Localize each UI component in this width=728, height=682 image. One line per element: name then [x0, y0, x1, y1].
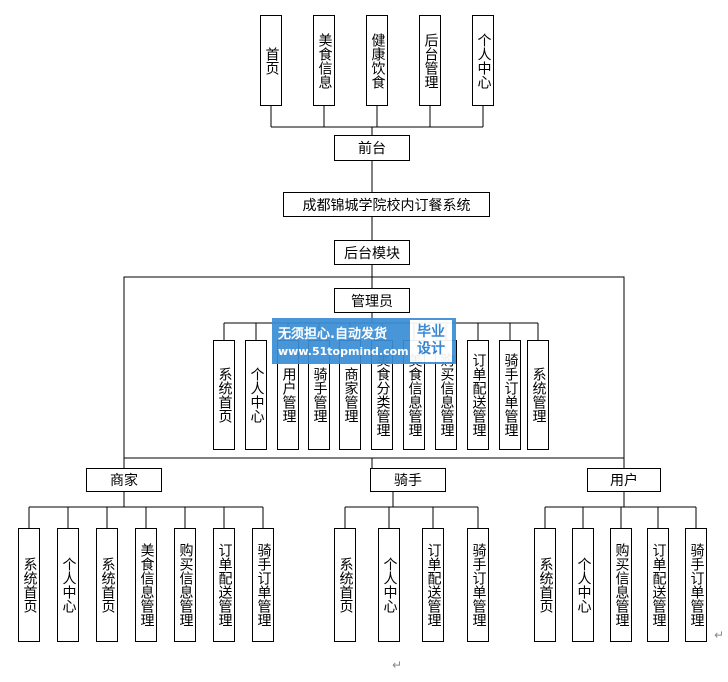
user-child-system-home: 系统首页 [534, 528, 556, 642]
paragraph-mark-right: ↵ [714, 628, 725, 642]
user-child-purchase-info-mgmt: 购买信息管理 [610, 528, 632, 642]
rider-child-system-home: 系统首页 [334, 528, 356, 642]
merchant-child-system-home: 系统首页 [18, 528, 40, 642]
user-child-order-delivery-mgmt: 订单配送管理 [647, 528, 669, 642]
watermark-badge-top: 毕业 [417, 324, 445, 340]
admin-child-food-info-mgmt: 美食信息管理 [403, 340, 425, 450]
watermark-banner: 无须担心.自动发货 www.51topmind.com 毕业 设计 [272, 318, 456, 364]
merchant-child-rider-order-mgmt: 骑手订单管理 [252, 528, 274, 642]
rider-node: 骑手 [370, 468, 446, 492]
admin-child-purchase-info-mgmt: 购买信息管理 [435, 340, 457, 450]
admin-child-rider-order-mgmt: 骑手订单管理 [499, 340, 521, 450]
rider-child-order-delivery-mgmt: 订单配送管理 [422, 528, 444, 642]
admin-child-system-mgmt: 系统管理 [527, 340, 549, 450]
merchant-child-food-info-mgmt: 美食信息管理 [135, 528, 157, 642]
merchant-child-order-delivery-mgmt: 订单配送管理 [213, 528, 235, 642]
watermark-slogan: 无须担心.自动发货 [278, 327, 387, 342]
merchant-child-system-home-2: 系统首页 [96, 528, 118, 642]
frontend-node-home: 首页 [260, 15, 282, 106]
admin-child-order-delivery-mgmt: 订单配送管理 [467, 340, 489, 450]
backend-module-node: 后台模块 [334, 240, 410, 265]
paragraph-mark-bottom: ↵ [392, 658, 403, 672]
rider-child-rider-order-mgmt: 骑手订单管理 [467, 528, 489, 642]
frontend-node-food-info: 美食信息 [313, 15, 335, 106]
user-child-rider-order-mgmt: 骑手订单管理 [685, 528, 707, 642]
admin-child-food-category-mgmt: 美食分类管理 [371, 340, 393, 450]
frontend-node-personal-center: 个人中心 [472, 15, 494, 106]
user-node: 用户 [587, 468, 661, 492]
frontend-node-backend-mgmt: 后台管理 [419, 15, 441, 106]
admin-child-personal-center: 个人中心 [245, 340, 267, 450]
merchant-child-purchase-info-mgmt: 购买信息管理 [174, 528, 196, 642]
admin-node: 管理员 [334, 288, 410, 313]
watermark-url: www.51topmind.com [278, 345, 409, 358]
admin-child-user-mgmt: 用户管理 [277, 340, 299, 450]
admin-child-system-home: 系统首页 [213, 340, 235, 450]
merchant-node: 商家 [86, 468, 162, 492]
admin-child-merchant-mgmt: 商家管理 [339, 340, 361, 450]
watermark-badge-bottom: 设计 [417, 341, 445, 357]
frontend-node-healthy-diet: 健康饮食 [366, 15, 388, 106]
merchant-child-personal-center: 个人中心 [57, 528, 79, 642]
root-system-node: 成都锦城学院校内订餐系统 [283, 192, 490, 217]
admin-child-rider-mgmt: 骑手管理 [308, 340, 330, 450]
user-child-personal-center: 个人中心 [572, 528, 594, 642]
frontend-node: 前台 [334, 135, 410, 161]
rider-child-personal-center: 个人中心 [378, 528, 400, 642]
watermark-badge: 毕业 设计 [410, 320, 452, 362]
